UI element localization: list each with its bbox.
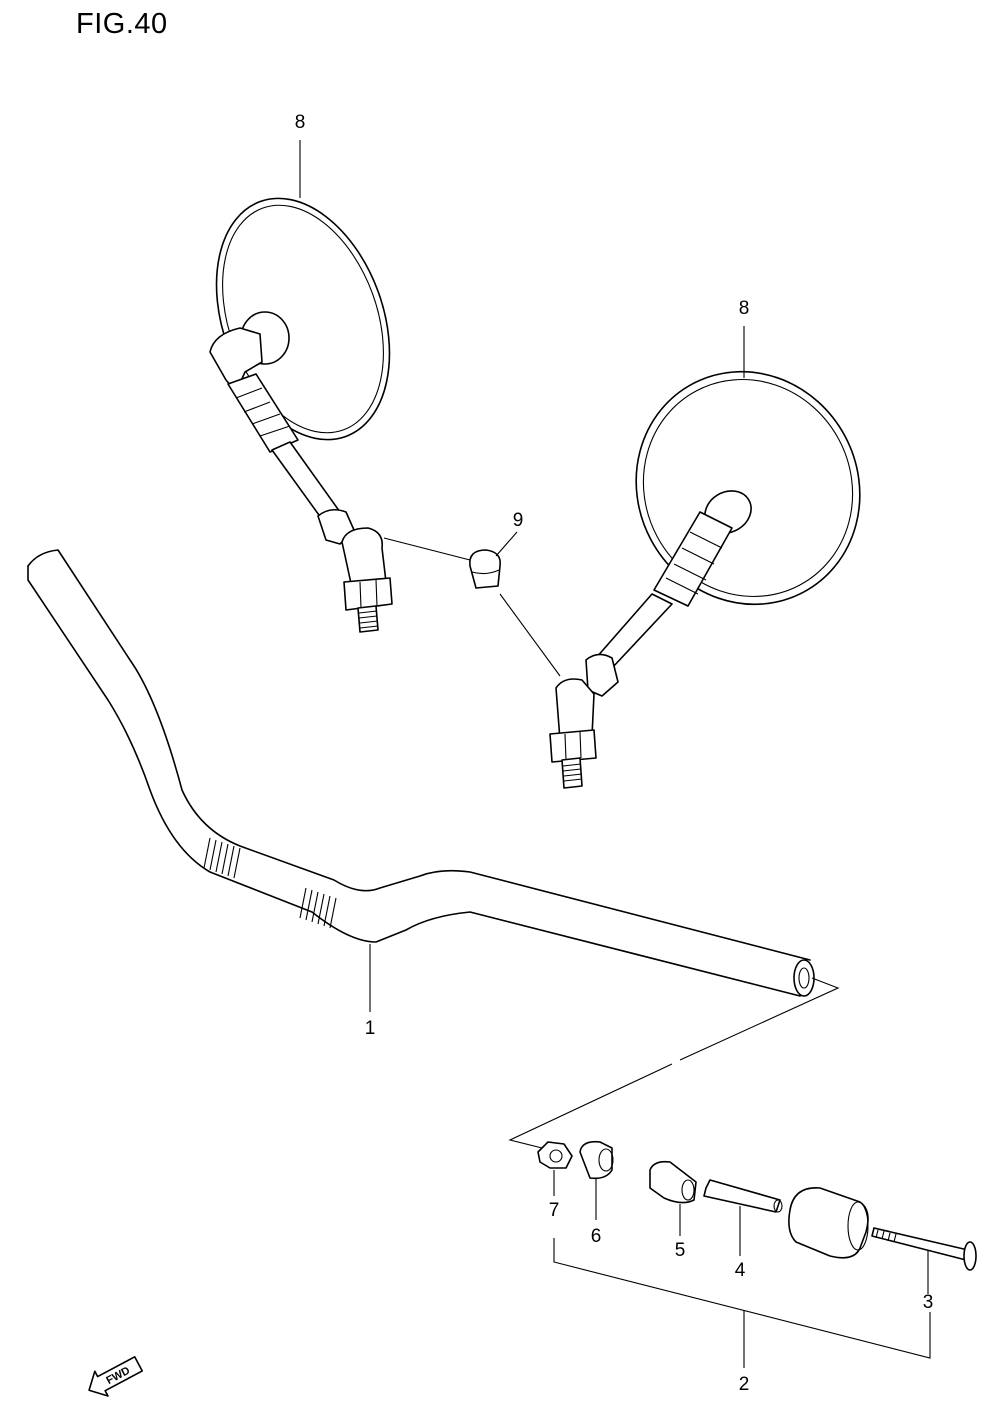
mirror-left	[209, 197, 393, 633]
spacer	[579, 1140, 614, 1180]
callout-nut: 7	[549, 1200, 560, 1221]
callout-balancer-set: 2	[739, 1374, 750, 1395]
figure-title: FIG.40	[76, 8, 168, 40]
fwd-arrow-icon: FWD	[88, 1356, 144, 1397]
callout-mirror-right: 8	[739, 298, 750, 319]
mirror-right	[549, 370, 861, 789]
screw	[871, 1227, 977, 1271]
callout-cap: 9	[513, 510, 524, 531]
shaft	[703, 1179, 783, 1213]
callout-mirror-left: 8	[295, 112, 306, 133]
leader-lines	[299, 140, 931, 1368]
callout-shaft: 4	[735, 1260, 746, 1281]
cap	[469, 549, 502, 589]
callout-cushion: 5	[675, 1240, 686, 1261]
callout-handlebar: 1	[365, 1018, 376, 1039]
callout-screw: 3	[923, 1292, 934, 1313]
cushion	[649, 1160, 697, 1204]
nut	[537, 1141, 573, 1169]
assembly-line-cap	[383, 537, 561, 677]
handlebar	[27, 549, 815, 997]
assembly-line-balancer	[508, 977, 840, 1149]
callout-spacer: 6	[591, 1226, 602, 1247]
balancer-weight	[788, 1187, 869, 1259]
